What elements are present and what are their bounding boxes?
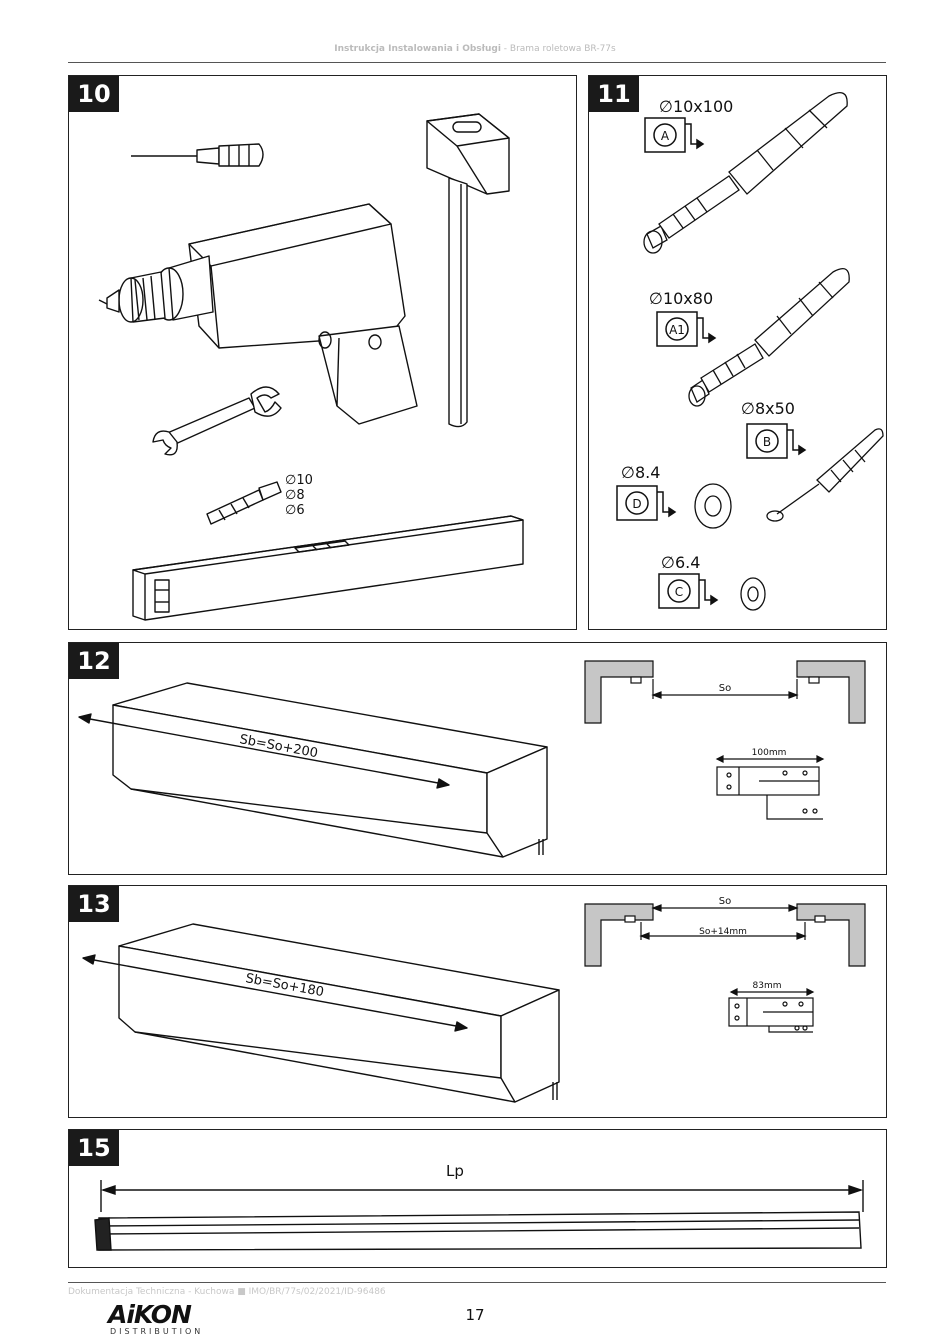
washer-c-icon — [740, 577, 766, 611]
panel-number: 11 — [589, 76, 639, 112]
panel-number: 12 — [69, 643, 119, 679]
plug-size-b: ∅8x50 — [741, 399, 795, 418]
drill-bit-icon — [206, 481, 282, 525]
anchor-bolt-a-icon — [643, 92, 848, 254]
opening-plan — [584, 903, 866, 967]
profile-section — [715, 755, 825, 820]
panel-12: 12 Sb=So+200 So — [68, 642, 887, 875]
spirit-level-icon — [132, 515, 524, 621]
anchor-code-a1: A1 — [669, 323, 685, 337]
panel-11: 11 — [588, 75, 887, 630]
opening-plan — [584, 660, 866, 724]
box-dimension-illustration: Sb=So+200 So 100mm — [78, 660, 866, 858]
rail-length-illustration: Lp — [94, 1162, 864, 1251]
length-label: Lp — [446, 1162, 464, 1180]
anchor-size-a: ∅10x100 — [659, 97, 733, 116]
opening-label: So — [719, 683, 731, 694]
drill-bit-size-10: ∅10 — [285, 473, 313, 488]
plug-code-b: B — [763, 435, 771, 449]
hammer-icon — [426, 113, 510, 428]
header-title: Instrukcja Instalowania i Obsługi - Bram… — [334, 44, 616, 54]
panel-10: 10 — [68, 75, 577, 630]
profile-width: 83mm — [753, 981, 782, 991]
drill-bit-size-8: ∅8 — [285, 488, 305, 503]
logo-subtitle: DISTRIBUTION — [110, 1327, 204, 1336]
washer-size-c: ∅6.4 — [661, 553, 700, 572]
washer-size-d: ∅8.4 — [621, 463, 660, 482]
panel-number: 13 — [69, 886, 119, 922]
anchor-bolt-a1-icon — [688, 268, 850, 407]
opening-label: So — [719, 896, 731, 907]
wall-plug-b-icon — [766, 428, 884, 522]
anchor-size-a1: ∅10x80 — [649, 289, 713, 308]
panel-13: 13 Sb=So+180 So So+14mm — [68, 885, 887, 1118]
aikon-logo: AiKON DISTRIBUTION — [108, 1300, 208, 1340]
profile-width: 100mm — [752, 748, 787, 758]
wrench-icon — [152, 386, 282, 456]
profile-section — [728, 988, 815, 1033]
screwdriver-icon — [131, 143, 264, 167]
panel-number: 15 — [69, 1130, 119, 1166]
logo-brand: AiKON — [108, 1300, 192, 1329]
washer-code-c: C — [675, 585, 683, 599]
opening-plus-label: So+14mm — [699, 927, 747, 937]
panel-15: 15 Lp — [68, 1129, 887, 1268]
drill-icon — [98, 203, 418, 425]
drill-bit-size-6: ∅6 — [285, 503, 305, 518]
footer-rule — [68, 1282, 886, 1283]
tools-illustration: ∅10 ∅8 ∅6 — [98, 113, 524, 621]
anchors-illustration: A A1 B D C ∅10x100 ∅10x80 ∅8x50 ∅8.4 ∅6.… — [616, 92, 884, 611]
page-number: 17 — [465, 1306, 485, 1324]
washer-code-d: D — [632, 497, 641, 511]
header-rule — [68, 62, 886, 63]
washer-d-icon — [694, 483, 732, 529]
footer-doc-ref: Dokumentacja Techniczna - Kuchowa ■ IMO/… — [68, 1287, 386, 1297]
anchor-code-a: A — [661, 129, 670, 143]
box-dimension-illustration: Sb=So+180 So So+14mm 83mm — [82, 896, 866, 1103]
panel-number: 10 — [69, 76, 119, 112]
